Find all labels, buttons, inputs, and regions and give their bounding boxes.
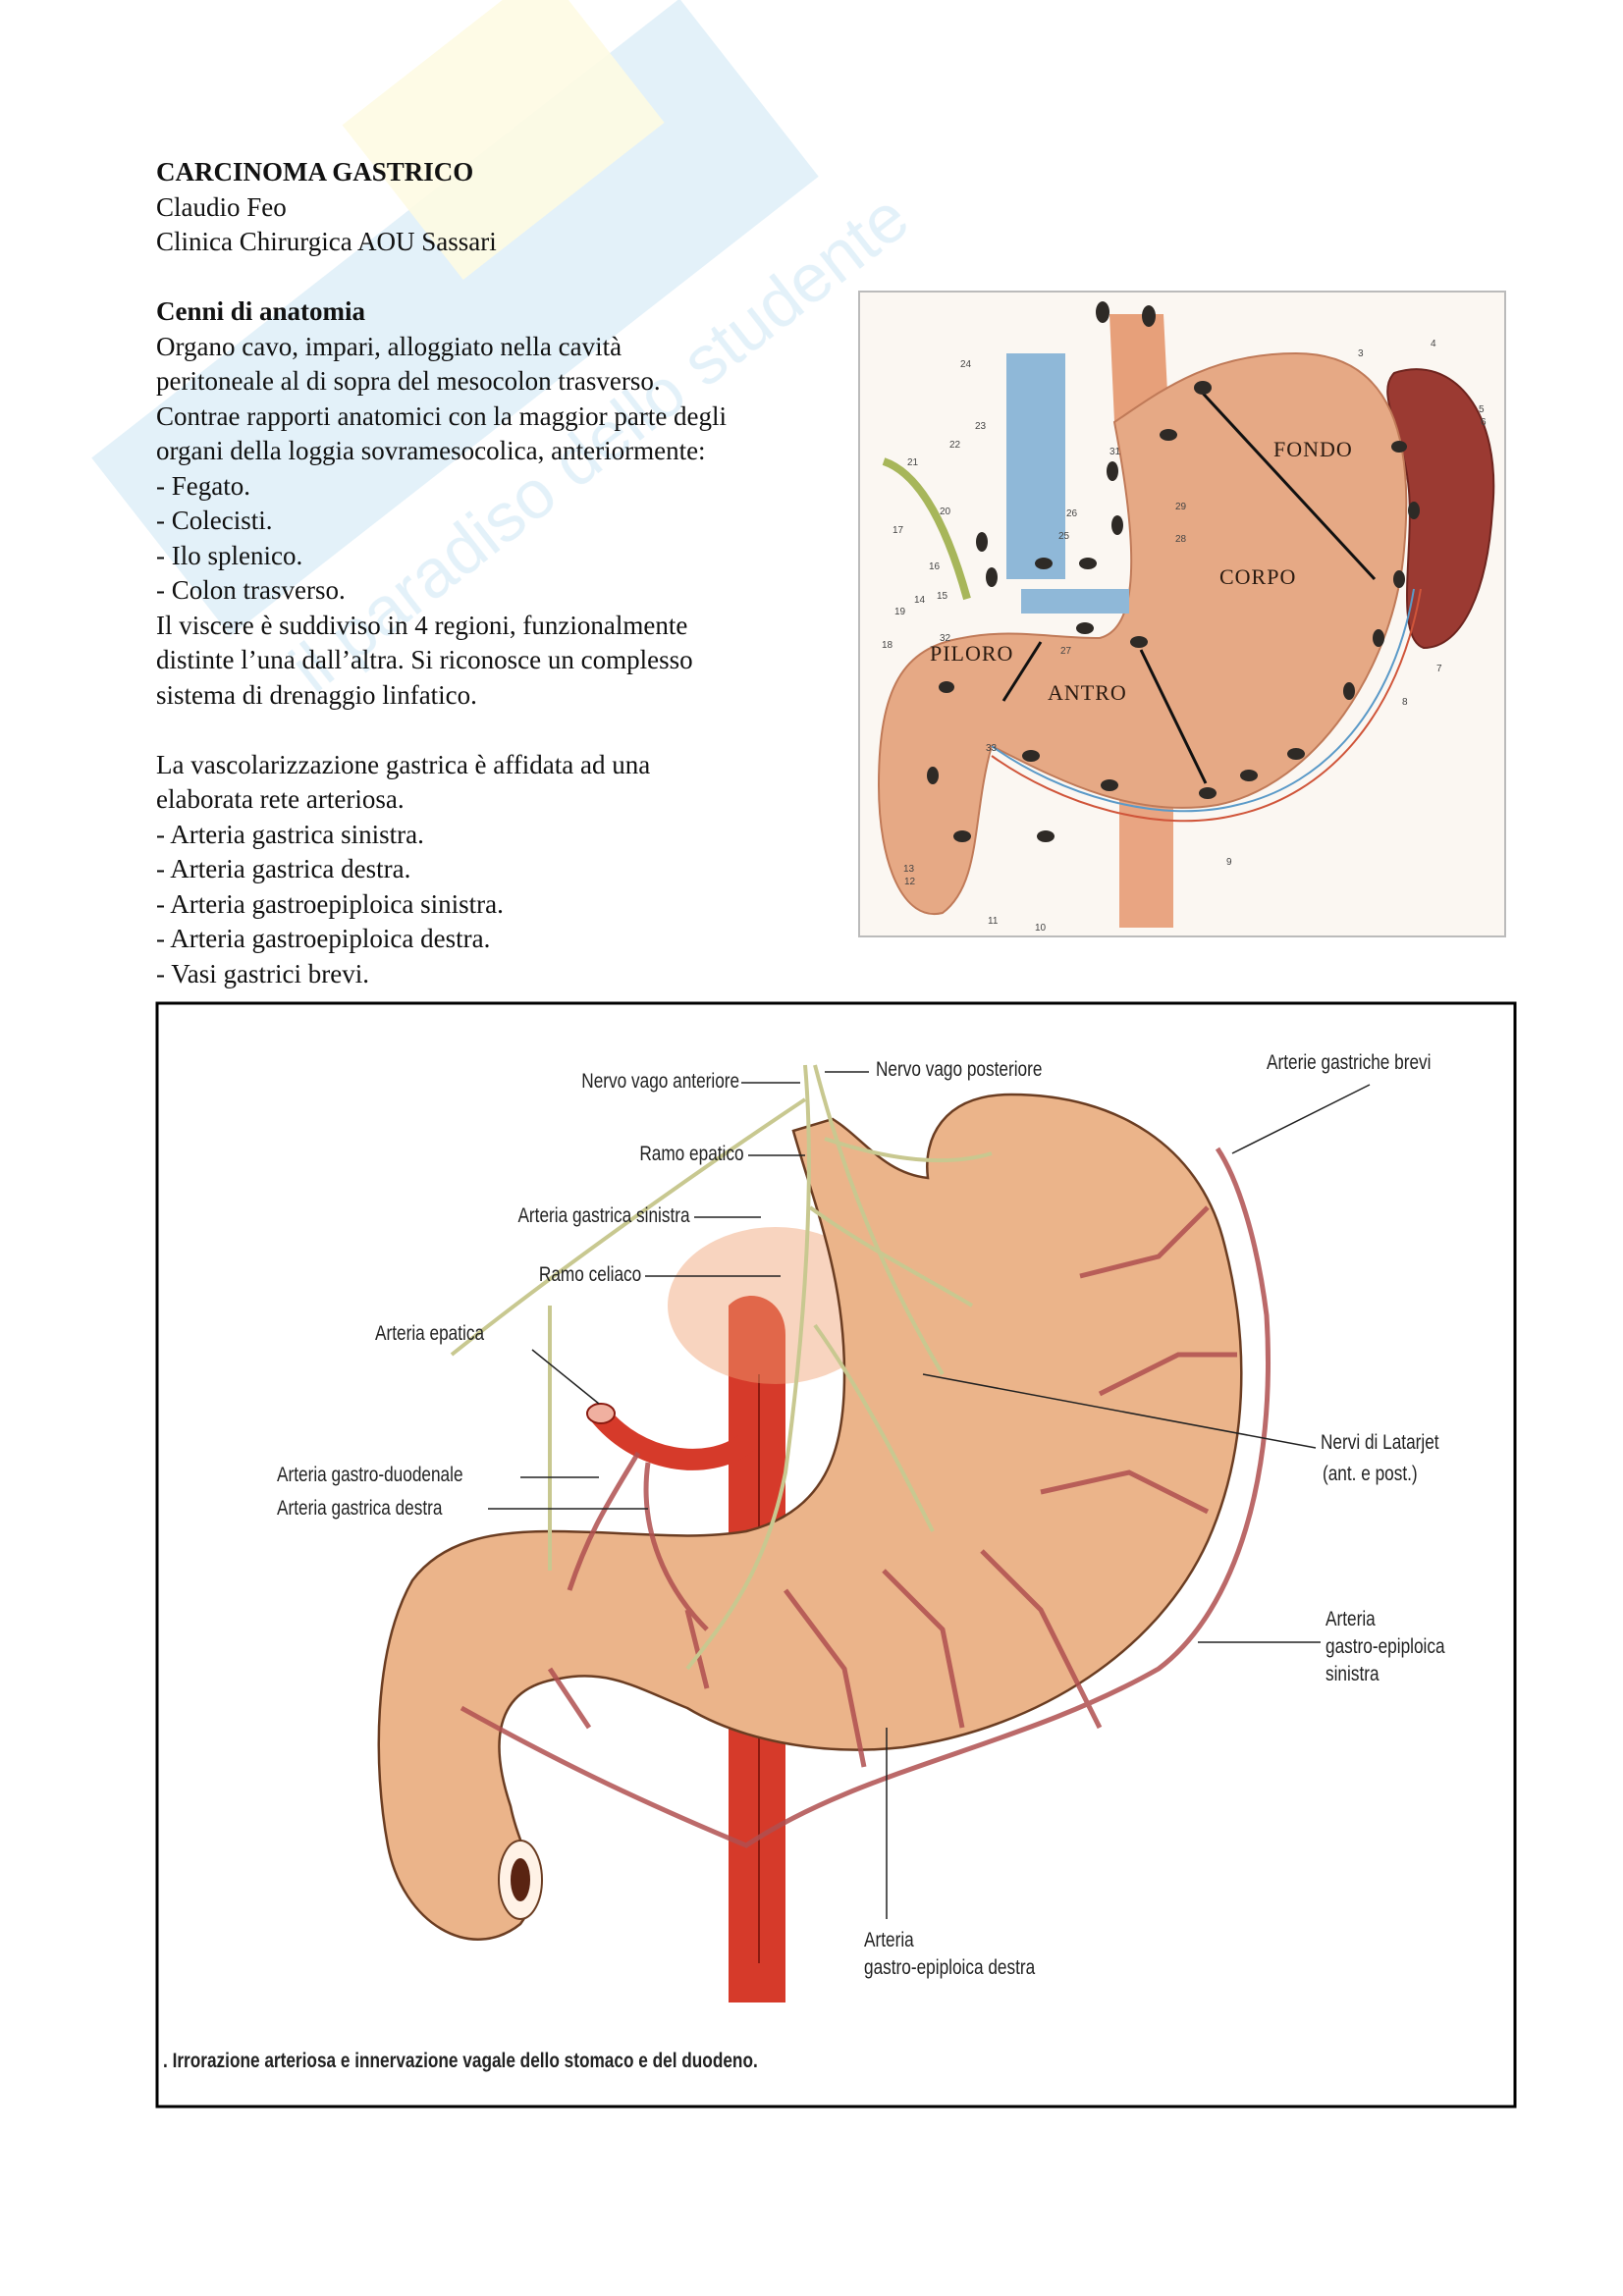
- paragraph-line: Organo cavo, impari, alloggiato nella ca…: [156, 331, 622, 361]
- figure-number: 22: [949, 440, 961, 451]
- list-item: - Ilo splenico.: [156, 540, 303, 570]
- figure-number: 19: [894, 607, 906, 617]
- figure-number: 10: [1035, 923, 1047, 934]
- list-item: - Arteria gastroepiploica destra.: [156, 924, 491, 953]
- author: Claudio Feo: [156, 191, 287, 222]
- doc-title: CARCINOMA GASTRICO: [156, 157, 474, 187]
- figure-number: 11: [988, 916, 999, 927]
- figure-number: 13: [903, 864, 915, 875]
- paragraph-line: peritoneale al di sopra del mesocolon tr…: [156, 366, 661, 396]
- figure-number: 29: [1175, 502, 1187, 512]
- label-nervo-vago-posteriore: Nervo vago posteriore: [876, 1058, 1043, 1081]
- label-gep-destra-2: gastro-epiploica destra: [864, 1956, 1036, 1979]
- label-arteria-gastrica-destra: Arteria gastrica destra: [277, 1497, 443, 1520]
- list-item: - Arteria gastroepiploica sinistra.: [156, 888, 504, 919]
- label-gep-sinistra-3: sinistra: [1325, 1663, 1380, 1685]
- figure-number: 16: [929, 561, 941, 572]
- list-item: - Fegato.: [156, 470, 250, 501]
- label-arteria-gastrica-sinistra: Arteria gastrica sinistra: [517, 1204, 690, 1227]
- figure-number: 18: [882, 640, 893, 651]
- paragraph-line: La vascolarizzazione gastrica è affidata…: [156, 749, 651, 779]
- figure-number: 26: [1066, 508, 1078, 519]
- label-ramo-epatico: Ramo epatico: [639, 1143, 744, 1165]
- label-gep-sinistra-2: gastro-epiploica: [1325, 1635, 1445, 1658]
- paragraph-line: sistema di drenaggio linfatico.: [156, 679, 477, 710]
- list-item: - Colecisti.: [156, 506, 273, 535]
- figure-number: 8: [1402, 697, 1408, 708]
- paragraph-line: distinte l’una dall’altra. Si riconosce …: [156, 645, 693, 674]
- list-item: - Colon trasverso.: [156, 575, 346, 605]
- text-column: CARCINOMA GASTRICO Claudio Feo Clinica C…: [156, 155, 727, 991]
- label-arterie-gastriche-brevi: Arterie gastriche brevi: [1267, 1051, 1432, 1074]
- label-gep-destra-1: Arteria: [864, 1929, 914, 1951]
- region-label-fondo: FONDO: [1273, 437, 1353, 461]
- figure-number: 17: [893, 525, 904, 536]
- figure-number: 33: [986, 743, 998, 754]
- region-label-antro: ANTRO: [1048, 680, 1127, 705]
- figure-caption: . Irrorazione arteriosa e innervazione v…: [163, 2050, 758, 2072]
- label-gep-sinistra-1: Arteria: [1325, 1608, 1376, 1630]
- figure-number: 27: [1060, 646, 1072, 657]
- figure-number: 23: [975, 421, 987, 432]
- list-item: - Arteria gastrica destra.: [156, 854, 411, 883]
- section-heading: Cenni di anatomia: [156, 296, 366, 326]
- figure-number: 12: [904, 877, 916, 887]
- region-label-corpo: CORPO: [1219, 564, 1297, 589]
- label-nervo-vago-anteriore: Nervo vago anteriore: [581, 1070, 739, 1093]
- affiliation: Clinica Chirurgica AOU Sassari: [156, 227, 497, 256]
- figure-number: 6: [1481, 417, 1487, 428]
- label-arteria-epatica: Arteria epatica: [375, 1322, 485, 1345]
- figure-number: 5: [1479, 404, 1485, 415]
- figure-number: 15: [937, 591, 948, 602]
- list-item: - Vasi gastrici brevi.: [156, 958, 369, 988]
- figure-number: 3: [1358, 348, 1364, 359]
- label-arteria-gastro-duodenale: Arteria gastro-duodenale: [277, 1464, 463, 1486]
- figure-number: 9: [1226, 857, 1232, 868]
- paragraph-line: Il viscere è suddiviso in 4 regioni, fun…: [156, 610, 688, 640]
- figure-number: 25: [1058, 531, 1070, 542]
- figure-number: 4: [1431, 339, 1436, 349]
- label-ramo-celiaco: Ramo celiaco: [538, 1263, 641, 1286]
- figure-number: 7: [1436, 664, 1442, 674]
- list-item: - Arteria gastrica sinistra.: [156, 819, 424, 849]
- region-label-piloro: PILORO: [930, 641, 1014, 666]
- label-nervi-latarjet-sub: (ant. e post.): [1323, 1463, 1418, 1485]
- figure-number: 20: [940, 507, 951, 517]
- figure-number: 32: [940, 633, 951, 644]
- paragraph-line: Contrae rapporti anatomici con la maggio…: [156, 400, 728, 431]
- label-nervi-latarjet: Nervi di Latarjet: [1321, 1431, 1439, 1454]
- paragraph-line: elaborata rete arteriosa.: [156, 784, 405, 814]
- figure-number: 28: [1175, 534, 1187, 545]
- figure-number: 31: [1109, 447, 1121, 457]
- figure-number: 24: [960, 359, 972, 370]
- figure-number: 14: [914, 595, 926, 606]
- figure-number: 21: [907, 457, 919, 468]
- paragraph-line: organi della loggia sovramesocolica, ant…: [156, 436, 706, 465]
